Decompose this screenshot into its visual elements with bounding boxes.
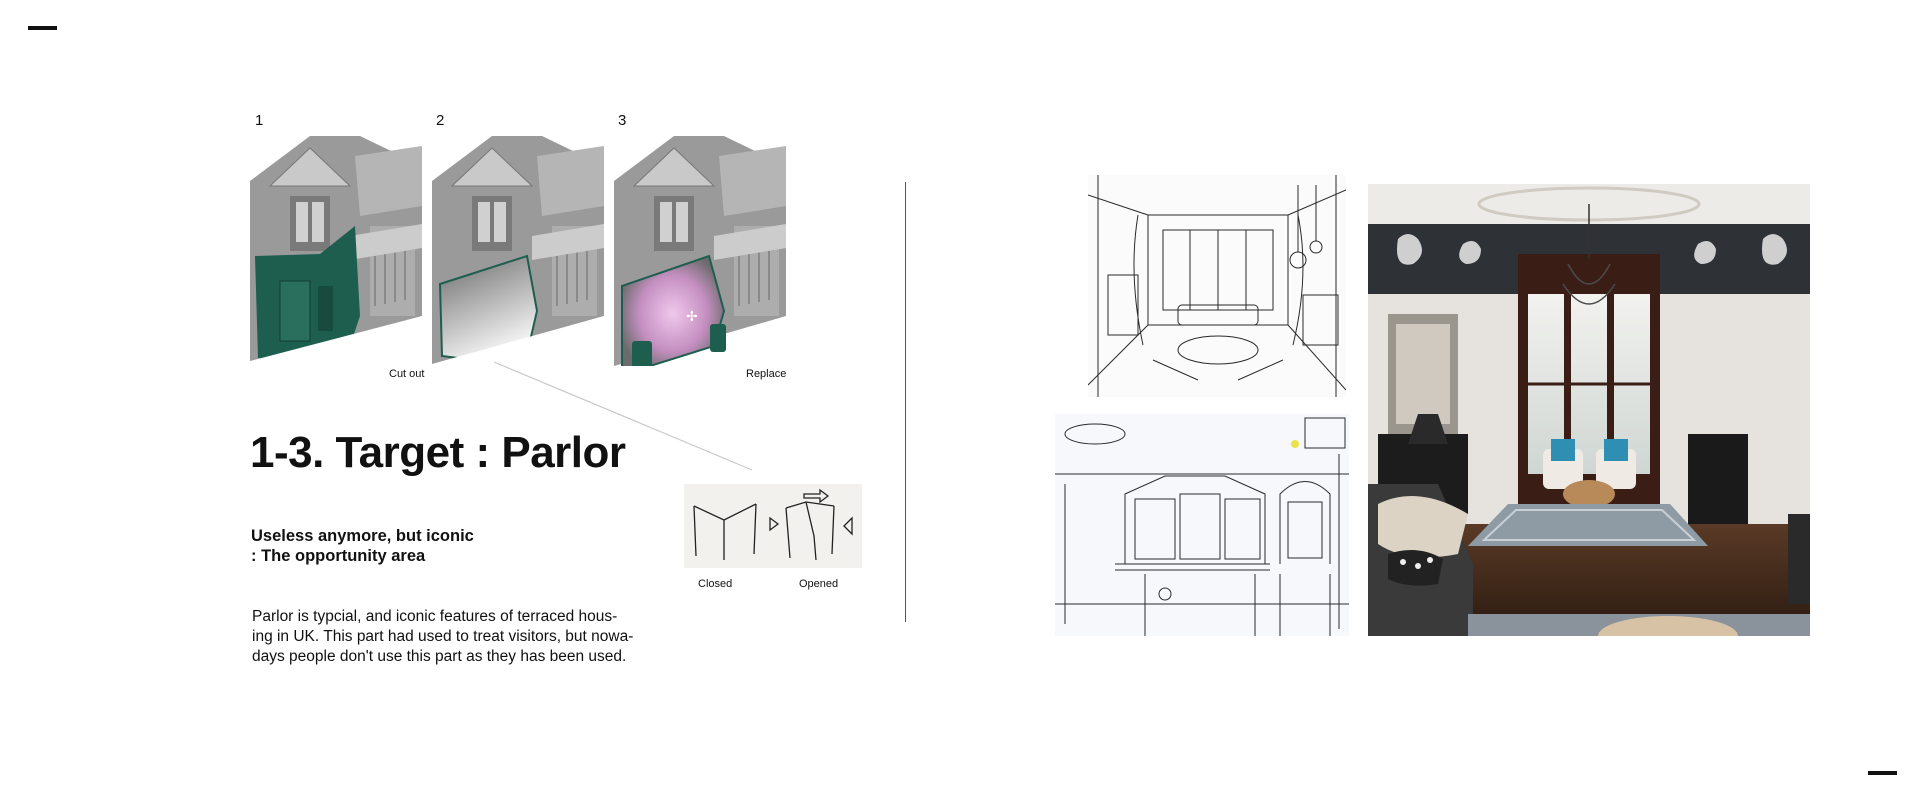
subtitle: Useless anymore, but iconic : The opport… <box>251 526 474 566</box>
house-diagram-step-3: ✢ <box>614 136 786 366</box>
step-number-3: 3 <box>618 112 627 129</box>
corner-dash-bottom-right <box>1868 771 1897 775</box>
vertical-divider <box>905 182 906 622</box>
closed-opened-sketch <box>684 484 862 568</box>
step-number-2: 2 <box>436 112 445 129</box>
page-title: 1-3. Target : Parlor <box>250 428 626 477</box>
house-diagram-step-2 <box>432 136 604 366</box>
parlor-interior-sketch <box>1088 175 1346 397</box>
parlor-room-photo <box>1368 184 1810 636</box>
body-paragraph: Parlor is typcial, and iconic features o… <box>252 607 672 667</box>
svg-text:✢: ✢ <box>686 309 698 325</box>
corner-dash-top-left <box>28 26 57 30</box>
subtitle-line-1: Useless anymore, but iconic <box>251 527 474 545</box>
label-closed: Closed <box>698 578 733 590</box>
body-line-3: days people don't use this part as they … <box>252 648 627 665</box>
bay-window-elevation-sketch <box>1055 414 1349 636</box>
body-line-2: ing in UK. This part had used to treat v… <box>252 628 634 645</box>
step-number-1: 1 <box>255 112 264 129</box>
caption-cut-out: Cut out <box>389 368 425 380</box>
subtitle-line-2: : The opportunity area <box>251 547 426 565</box>
connector-line <box>493 361 753 471</box>
label-opened: Opened <box>799 578 839 590</box>
house-diagram-step-1 <box>250 136 422 366</box>
body-line-1: Parlor is typcial, and iconic features o… <box>252 608 618 625</box>
caption-replace: Replace <box>746 368 787 380</box>
